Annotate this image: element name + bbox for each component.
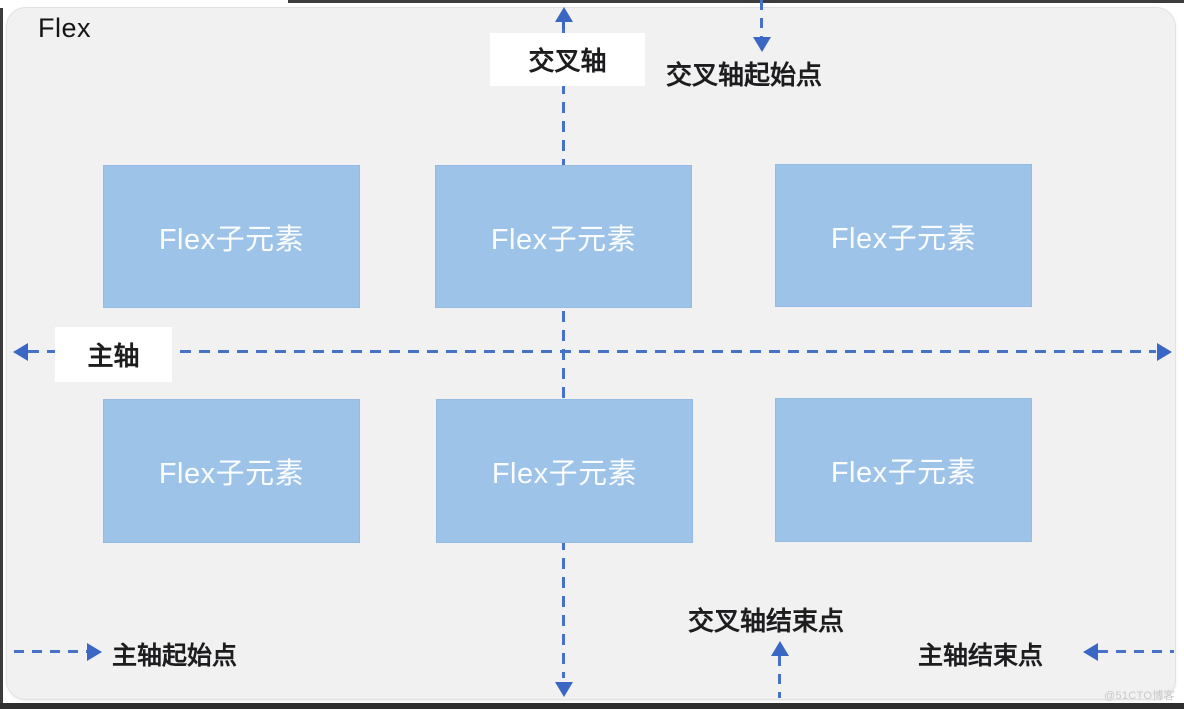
main-axis-end-label: 主轴结束点 — [918, 642, 1044, 670]
flex-child-box: Flex子元素 — [775, 164, 1032, 307]
flex-child-box: Flex子元素 — [103, 165, 360, 308]
cross-axis-start-label: 交叉轴起始点 — [666, 60, 823, 90]
main-axis-left-arrow-icon — [13, 343, 28, 361]
cross-axis-bottom-arrow-down-icon — [555, 682, 573, 697]
main-axis-line — [28, 350, 1156, 353]
flex-child-box: Flex子元素 — [436, 399, 693, 543]
flex-container-panel — [6, 7, 1176, 700]
main-axis-end-dash-line — [1098, 650, 1174, 653]
frame-top-line — [288, 0, 1184, 3]
cross-axis-start-arrow-down-icon — [753, 37, 771, 52]
cross-axis-top-arrow-up-icon — [555, 7, 573, 22]
main-axis-label: 主轴 — [55, 327, 172, 382]
flex-container-label: Flex — [38, 13, 92, 43]
cross-axis-top-arrow-stem — [562, 20, 565, 29]
frame-left-line — [0, 8, 3, 709]
flex-child-box: Flex子元素 — [435, 165, 692, 308]
cross-axis-end-arrow-up-icon — [771, 641, 789, 656]
watermark: @51CTO博客 — [1104, 690, 1175, 702]
cross-axis-label: 交叉轴 — [490, 33, 645, 86]
flex-child-box: Flex子元素 — [775, 398, 1032, 542]
flex-child-box: Flex子元素 — [103, 399, 360, 543]
cross-axis-start-dash-line — [760, 0, 763, 40]
main-axis-start-dash-line — [14, 650, 90, 653]
cross-axis-end-dash-line — [778, 656, 781, 698]
main-axis-right-arrow-icon — [1157, 343, 1172, 361]
main-axis-start-label: 主轴起始点 — [112, 642, 238, 670]
main-axis-start-arrow-right-icon — [87, 643, 102, 661]
main-axis-end-arrow-left-icon — [1083, 643, 1098, 661]
cross-axis-end-label: 交叉轴结束点 — [688, 606, 845, 636]
frame-bottom-line — [0, 703, 1184, 709]
